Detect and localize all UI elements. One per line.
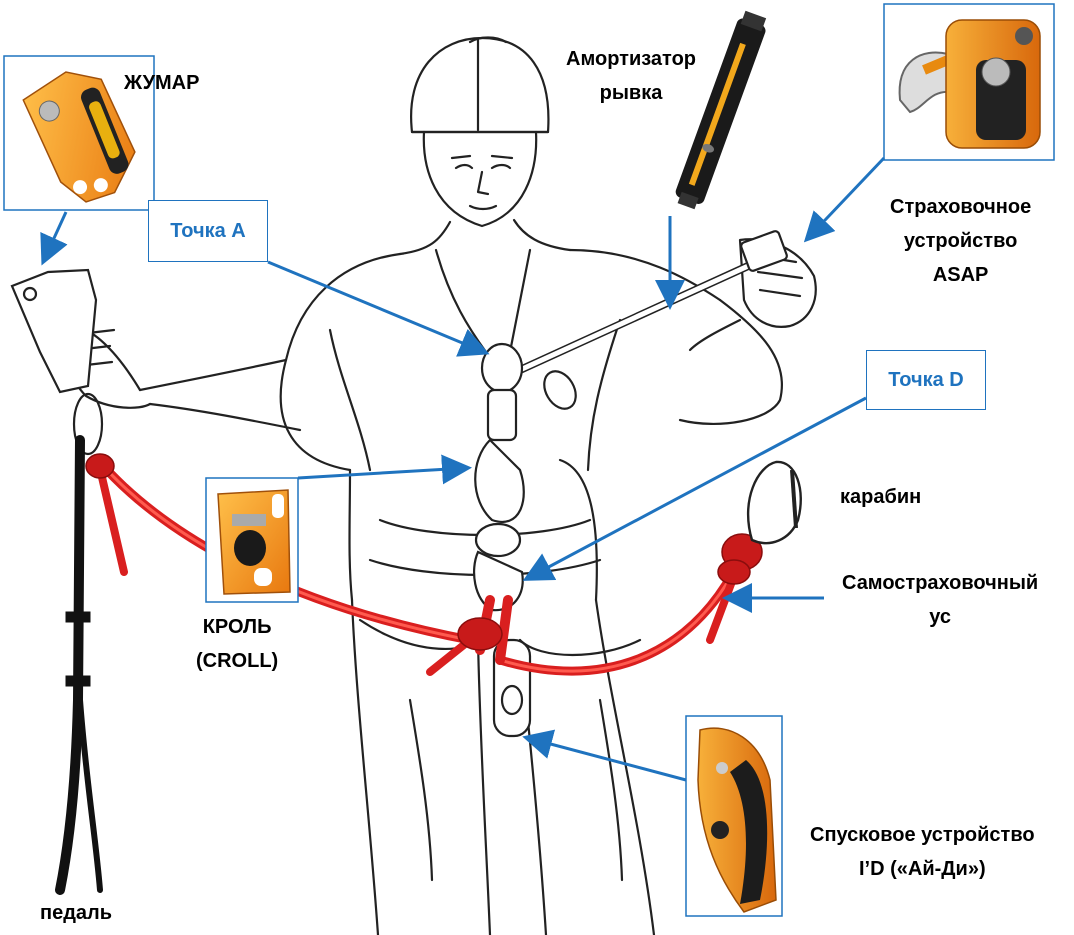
label-pedal: педаль (40, 896, 112, 930)
label-shock-absorber-line1: Амортизатор (566, 48, 696, 70)
pedal-strap (55, 435, 103, 895)
label-asap-line2: устройство (903, 230, 1018, 252)
label-lanyard-line1: Самостраховочный (842, 572, 1039, 594)
carabiner-right (746, 460, 802, 545)
asap-lanyard (518, 230, 788, 410)
id-descender-photo (685, 715, 783, 917)
jumar-photo (3, 55, 155, 211)
label-lanyard: Самостраховочный ус (842, 566, 1038, 634)
label-jumar: ЖУМАР (124, 66, 199, 100)
label-point-d-text: Точка D (888, 368, 964, 391)
label-descender-line1: Спусковое устройство (810, 824, 1035, 846)
label-asap-line1: Страховочное (890, 196, 1032, 218)
label-croll-line1: КРОЛЬ (202, 616, 272, 638)
asap-photo (883, 3, 1055, 161)
rope-knots (85, 453, 763, 651)
label-descender-line2: I’D («Ай-Ди») (858, 858, 986, 880)
label-shock-absorber: Амортизатор рывка (566, 42, 696, 110)
croll-photo (205, 477, 299, 603)
label-point-d: Точка D (866, 350, 986, 410)
label-descender: Спусковое устройство I’D («Ай-Ди») (810, 818, 1035, 886)
label-asap: Страховочное устройство ASAP (890, 190, 1031, 292)
label-pedal-text: педаль (40, 902, 113, 924)
label-carabiner-text: карабин (840, 486, 922, 508)
jumar-sketch (10, 268, 104, 456)
label-croll: КРОЛЬ (CROLL) (196, 610, 278, 678)
red-lanyard (93, 455, 745, 676)
label-croll-line2: (CROLL) (196, 650, 279, 672)
callout-arrows (40, 156, 886, 782)
shock-absorber-photo (675, 10, 767, 210)
label-point-a-text: Точка А (170, 219, 246, 242)
point-a-attachment (474, 342, 525, 523)
label-point-a: Точка А (148, 200, 268, 262)
label-jumar-text: ЖУМАР (124, 72, 200, 94)
label-asap-line3: ASAP (932, 264, 989, 286)
label-shock-absorber-line2: рывка (599, 82, 663, 104)
label-carabiner: карабин (840, 480, 921, 514)
label-lanyard-line2: ус (929, 606, 951, 628)
